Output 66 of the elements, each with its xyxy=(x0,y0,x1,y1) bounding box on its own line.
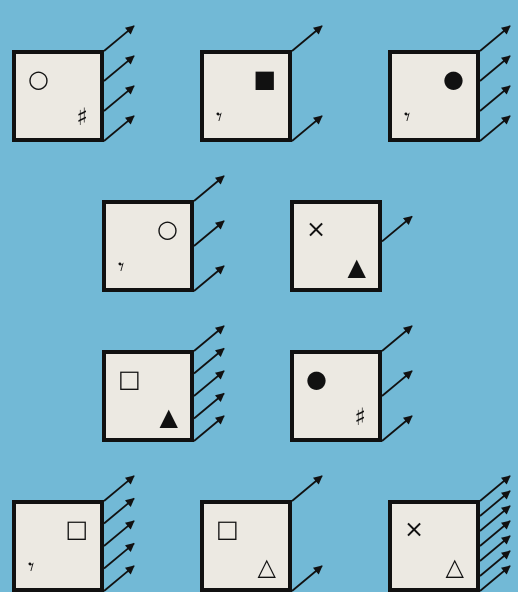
arrow xyxy=(193,415,225,442)
symbol: 𝄾 xyxy=(404,104,410,130)
arrow xyxy=(479,535,511,562)
symbol: ▲ xyxy=(348,254,366,280)
arrow xyxy=(381,216,413,242)
square-card xyxy=(290,350,382,442)
arrow xyxy=(479,115,511,142)
arrow xyxy=(479,505,511,532)
arrow xyxy=(193,348,225,374)
symbol: △ xyxy=(258,554,276,580)
symbol: × xyxy=(306,216,326,242)
arrow xyxy=(103,115,135,142)
symbol: ♯ xyxy=(354,404,366,430)
arrow xyxy=(103,542,135,570)
symbol: ● xyxy=(306,366,327,392)
arrow xyxy=(103,498,135,524)
symbol: □ xyxy=(216,516,239,542)
arrow xyxy=(479,475,511,502)
arrow xyxy=(103,520,135,547)
square-card xyxy=(200,50,292,142)
symbol: ▲ xyxy=(160,404,178,430)
arrow xyxy=(193,392,225,420)
symbol: △ xyxy=(446,554,464,580)
arrow xyxy=(103,25,135,52)
arrow xyxy=(479,55,511,82)
arrow xyxy=(479,25,511,52)
square-card xyxy=(388,50,480,142)
symbol: 𝄾 xyxy=(118,254,124,280)
square-card xyxy=(12,50,104,142)
arrow xyxy=(103,565,135,592)
arrow xyxy=(479,490,511,517)
symbol: ♯ xyxy=(76,104,88,130)
symbol: ○ xyxy=(28,66,49,92)
arrow xyxy=(103,475,135,502)
symbol: ● xyxy=(443,66,464,92)
arrow xyxy=(291,115,323,142)
arrow xyxy=(291,475,323,502)
arrow xyxy=(479,85,511,112)
arrow xyxy=(103,85,135,112)
symbol: ■ xyxy=(253,66,276,92)
arrow xyxy=(193,220,225,247)
square-card xyxy=(102,200,194,292)
arrow xyxy=(103,55,135,82)
symbol: × xyxy=(404,516,424,542)
arrow xyxy=(479,565,511,592)
symbol: ○ xyxy=(157,216,178,242)
square-card xyxy=(12,500,104,592)
arrow xyxy=(381,415,413,442)
symbol: □ xyxy=(118,366,141,392)
arrow xyxy=(479,520,511,547)
arrow xyxy=(193,370,225,397)
arrow xyxy=(193,265,225,292)
square-card xyxy=(200,500,292,592)
arrow xyxy=(479,550,511,577)
arrow xyxy=(381,325,413,352)
square-card xyxy=(102,350,194,442)
symbol: 𝄾 xyxy=(28,554,34,580)
symbol: □ xyxy=(65,516,88,542)
square-card xyxy=(388,500,480,592)
arrow xyxy=(291,565,323,592)
symbol: 𝄾 xyxy=(216,104,222,130)
arrow xyxy=(193,325,225,352)
arrow xyxy=(193,175,225,202)
arrow xyxy=(381,370,413,397)
square-card xyxy=(290,200,382,292)
arrow xyxy=(291,25,323,52)
